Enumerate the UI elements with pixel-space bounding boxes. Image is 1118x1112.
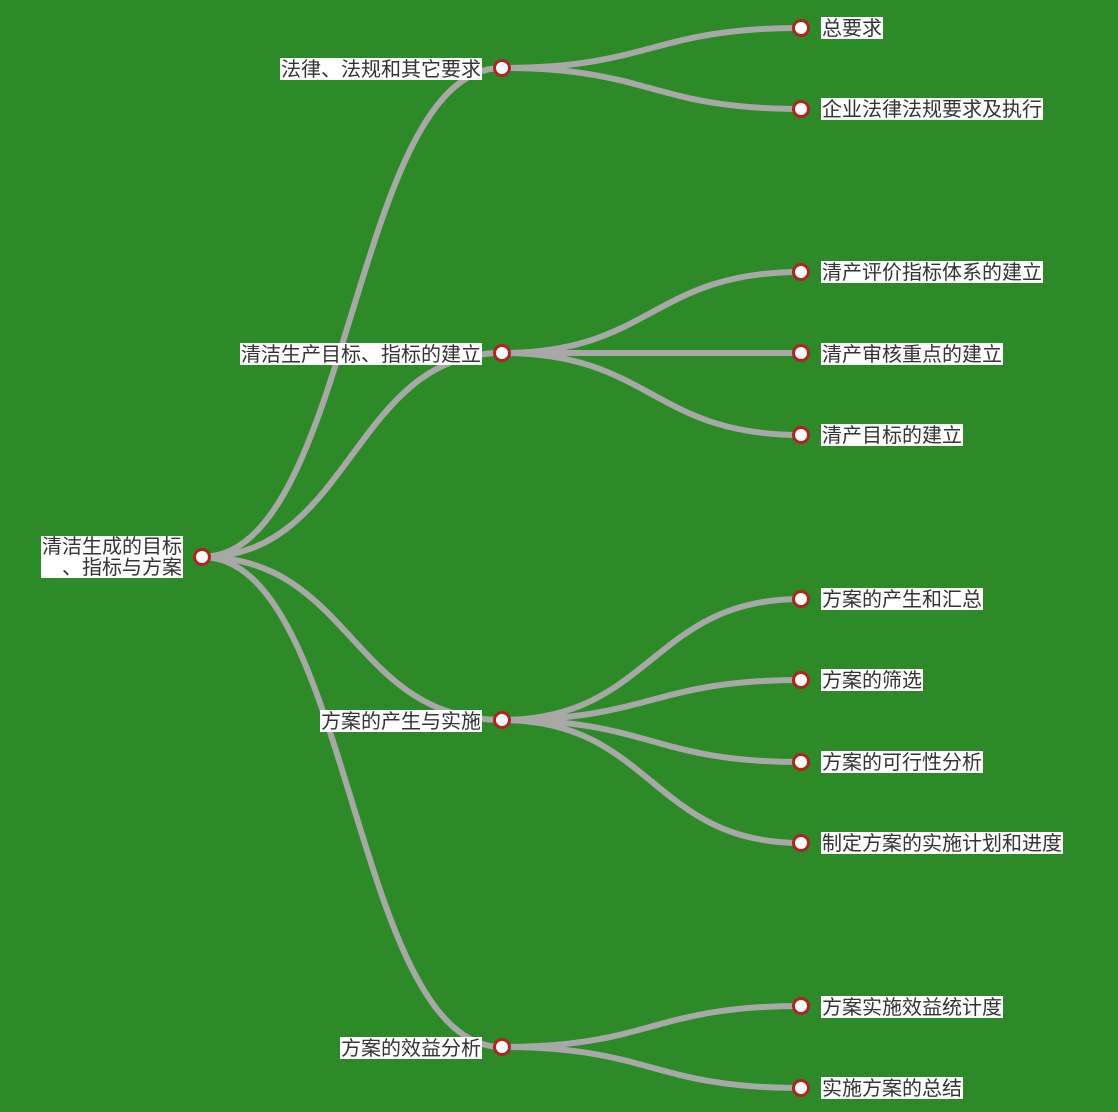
leaf-node-0-1[interactable]	[792, 100, 810, 118]
link-group	[199, 25, 804, 1091]
root-node[interactable]	[193, 548, 211, 566]
leaf-label-3-1: 实施方案的总结	[821, 1076, 963, 1100]
branch-node-0[interactable]	[493, 59, 511, 77]
leaf-node-0-0[interactable]	[792, 19, 810, 37]
root-label-line1: 清洁生成的目标	[42, 534, 182, 558]
leaf-node-2-2[interactable]	[792, 753, 810, 771]
link-branch-2-leaf-1	[499, 677, 804, 723]
leaf-node-3-1[interactable]	[792, 1079, 810, 1097]
branch-node-1[interactable]	[493, 344, 511, 362]
link-branch-3-leaf-1	[499, 1044, 804, 1091]
link-branch-3-leaf-0	[499, 1003, 804, 1050]
link-root-branch-3	[199, 554, 505, 1050]
leaf-label-1-1: 清产审核重点的建立	[821, 342, 1003, 366]
leaf-label-2-1: 方案的筛选	[821, 668, 923, 692]
branch-node-2[interactable]	[493, 711, 511, 729]
link-branch-2-leaf-2	[499, 717, 804, 765]
leaf-label-2-2: 方案的可行性分析	[821, 750, 983, 774]
link-branch-1-leaf-0	[499, 269, 804, 356]
leaf-label-1-2: 清产目标的建立	[821, 423, 963, 447]
branch-node-3[interactable]	[493, 1038, 511, 1056]
branch-label-2: 方案的产生与实施	[320, 709, 482, 733]
root-label-line2: 、指标与方案	[62, 555, 182, 579]
link-branch-1-leaf-2	[499, 350, 804, 438]
branch-label-0: 法律、法规和其它要求	[280, 57, 482, 81]
leaf-label-1-0: 清产评价指标体系的建立	[821, 260, 1043, 284]
leaf-node-1-2[interactable]	[792, 426, 810, 444]
branch-label-1: 清洁生产目标、指标的建立	[240, 342, 482, 366]
root-label: 清洁生成的目标 、指标与方案	[41, 536, 183, 578]
leaf-label-3-0: 方案实施效益统计度	[821, 995, 1003, 1019]
link-branch-0-leaf-1	[499, 65, 804, 112]
leaf-label-2-3: 制定方案的实施计划和进度	[821, 831, 1063, 855]
leaf-label-0-1: 企业法律法规要求及执行	[821, 97, 1043, 121]
link-branch-0-leaf-0	[499, 25, 804, 71]
leaf-node-1-0[interactable]	[792, 263, 810, 281]
leaf-label-0-0: 总要求	[821, 16, 883, 40]
leaf-node-2-1[interactable]	[792, 671, 810, 689]
leaf-node-1-1[interactable]	[792, 344, 810, 362]
link-branch-2-leaf-0	[499, 596, 804, 723]
leaf-node-2-3[interactable]	[792, 834, 810, 852]
link-branch-2-leaf-3	[499, 717, 804, 846]
link-root-branch-0	[199, 65, 505, 560]
leaf-node-3-0[interactable]	[792, 997, 810, 1015]
leaf-label-2-0: 方案的产生和汇总	[821, 587, 983, 611]
node-group	[193, 19, 810, 1097]
leaf-node-2-0[interactable]	[792, 590, 810, 608]
branch-label-3: 方案的效益分析	[340, 1036, 482, 1060]
